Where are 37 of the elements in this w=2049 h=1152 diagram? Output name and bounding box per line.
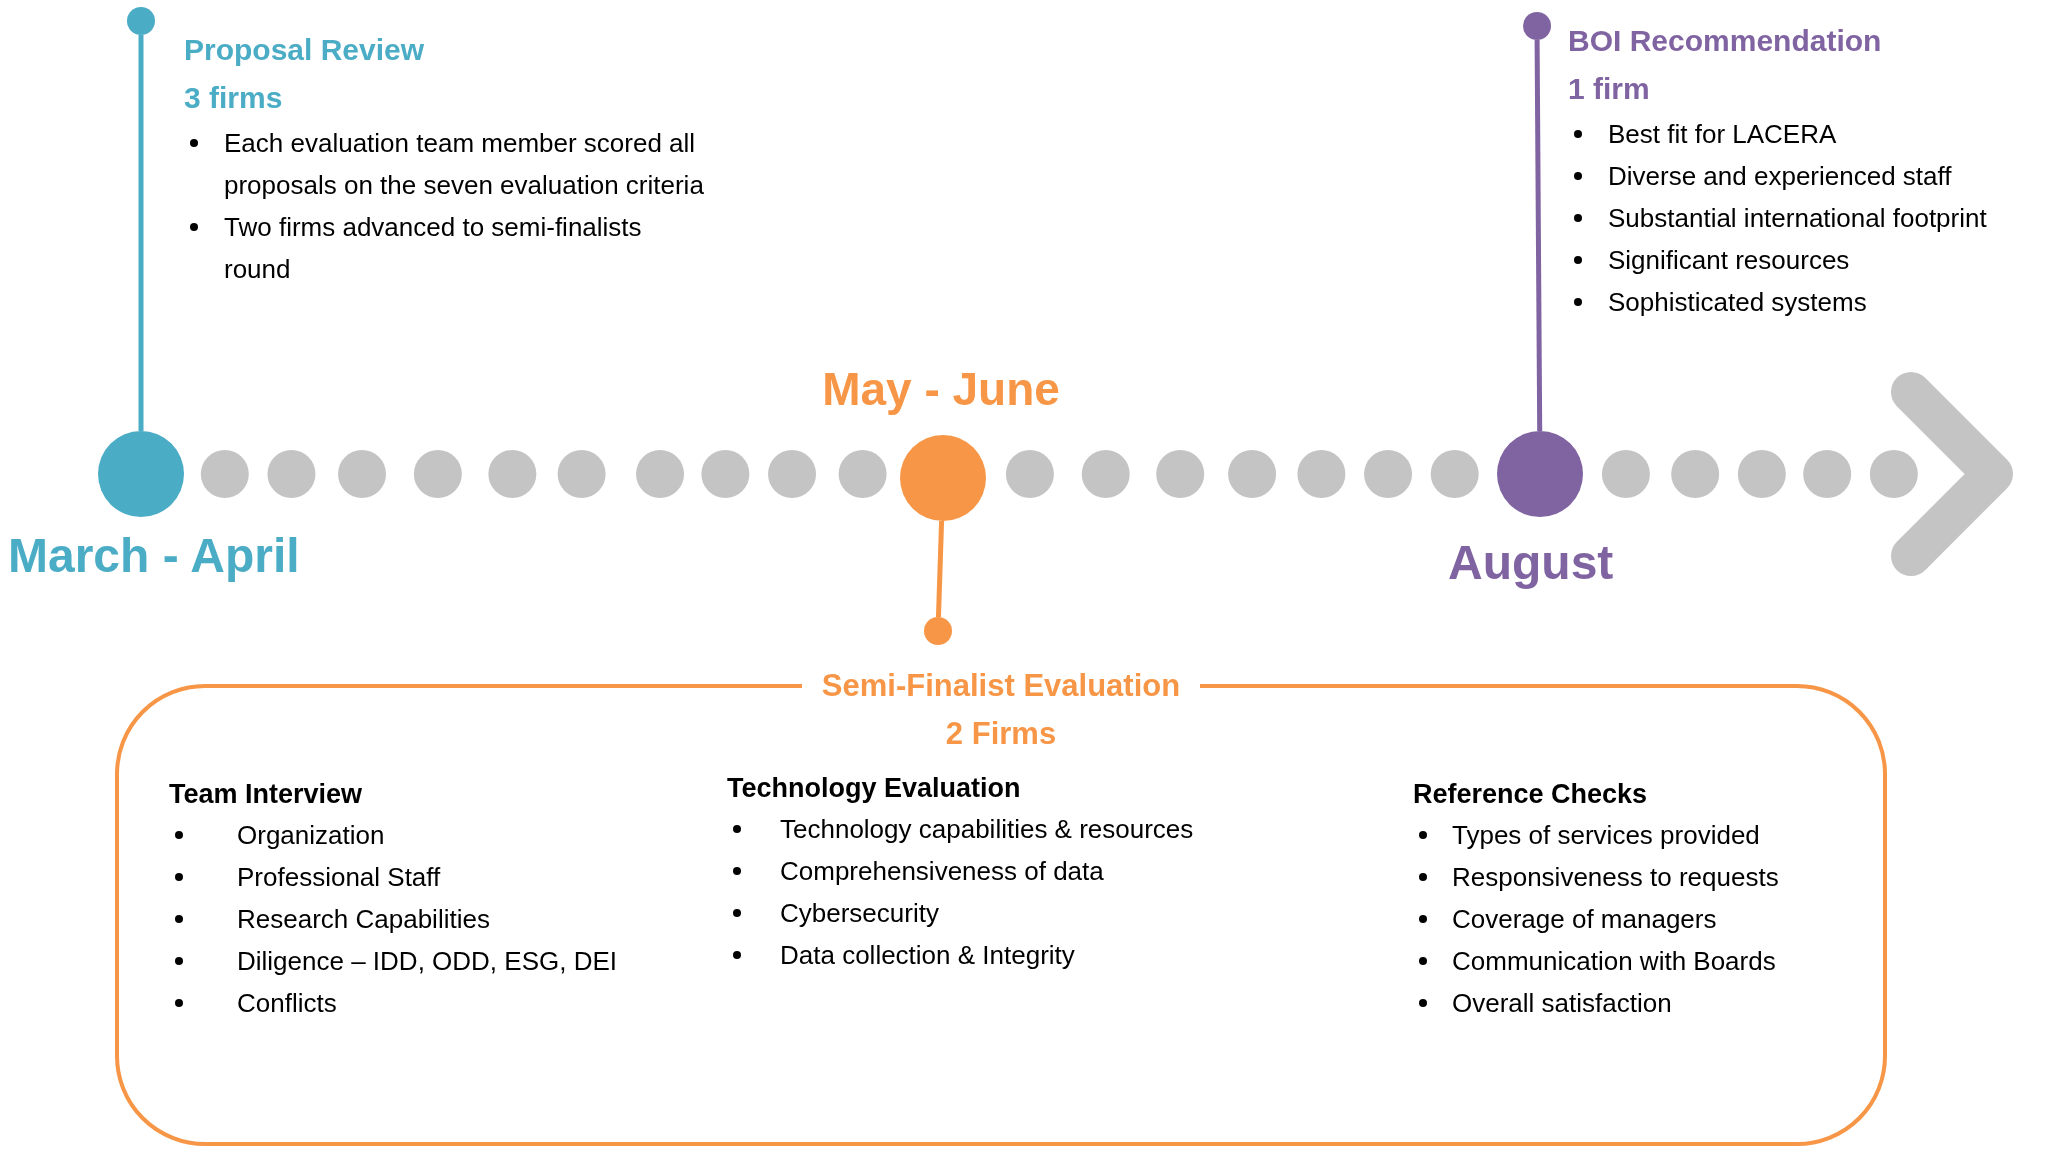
bullet-item: Diligence – IDD, ODD, ESG, DEI	[237, 945, 617, 978]
bullet-item: Responsiveness to requests	[1452, 861, 1779, 894]
bullet-item: Best fit for LACERA	[1608, 118, 1837, 151]
bullet-item: Cybersecurity	[780, 897, 939, 930]
bullet-item: Substantial international footprint	[1608, 202, 1987, 235]
bullet-item: Comprehensiveness of data	[780, 855, 1104, 888]
connector-line	[138, 35, 144, 431]
bullet-item: Two firms advanced to semi-finalists round	[224, 211, 643, 286]
column-heading: Technology Evaluation	[727, 772, 1022, 805]
column-heading: Reference Checks	[1413, 778, 1649, 811]
bullet-item: Sophisticated systems	[1608, 286, 1867, 319]
bullet-item: Organization	[237, 819, 385, 852]
bullet-item: Conflicts	[237, 987, 337, 1020]
date-label: August	[1448, 535, 1614, 591]
connector-line	[1534, 40, 1543, 431]
bullet-item: Professional Staff	[237, 861, 441, 894]
milestone-heading: 3 firms	[184, 80, 284, 116]
bullet-item: Research Capabilities	[237, 903, 490, 936]
bullet-item: Coverage of managers	[1452, 903, 1717, 936]
bullet-item: Data collection & Integrity	[780, 939, 1075, 972]
column-heading: Team Interview	[169, 778, 364, 811]
milestone-heading: Proposal Review	[184, 32, 426, 68]
date-label: May - June	[821, 362, 1061, 417]
connector-line	[935, 520, 945, 618]
milestone-dot	[1523, 12, 1551, 40]
bullet-item: Significant resources	[1608, 244, 1850, 277]
bullet-item: Overall satisfaction	[1452, 987, 1672, 1020]
milestone-dot	[127, 7, 155, 35]
bullet-item: Communication with Boards	[1452, 945, 1776, 978]
bullet-item: Diverse and experienced staff	[1608, 160, 1952, 193]
date-label: March - April	[8, 528, 300, 584]
bullet-item: Types of services provided	[1452, 819, 1760, 852]
milestone-heading: 1 firm	[1568, 71, 1651, 107]
bullet-item: Each evaluation team member scored all proposals on the seven evaluation criteria	[224, 127, 704, 202]
bullet-item: Technology capabilities & resources	[780, 813, 1194, 846]
milestone-dot	[924, 617, 952, 645]
milestone-heading: BOI Recommendation	[1568, 23, 1883, 59]
